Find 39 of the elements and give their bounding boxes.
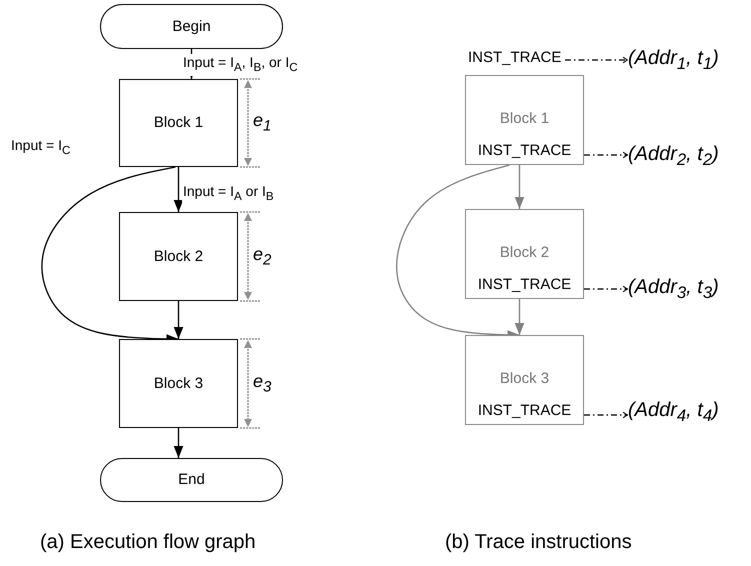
instruction-label: INST_TRACE [476, 402, 572, 420]
process-box [465, 209, 584, 299]
process-box [465, 335, 584, 425]
node-label: Block 2 [498, 244, 550, 262]
arrow [174, 428, 184, 458]
process-box [119, 79, 238, 167]
terminal-box [100, 458, 283, 502]
arrow [514, 165, 524, 209]
process-box [465, 75, 584, 165]
dimension-label: e$_{3}$ [253, 370, 272, 396]
dashed-arrow [584, 412, 628, 418]
trace-record-label: (Addr$_{1}$, t$_{1}$) [628, 46, 719, 75]
trace-record-label: (Addr$_{2}$, t$_{2}$) [628, 142, 719, 171]
caption: (b) Trace instructions [445, 531, 632, 554]
node-label: Block 2 [152, 248, 204, 266]
dashed-arrow [584, 286, 628, 292]
instruction-label: INST_TRACE [476, 142, 572, 160]
caption: (a) Execution flow graph [40, 531, 256, 554]
edge-label: Input = I$_{A}$ or I$_{B}$ [182, 183, 275, 205]
dashed-arrow [565, 56, 628, 64]
instruction-label: INST_TRACE [476, 276, 572, 294]
trace-record-label: (Addr$_{4}$, t$_{4}$) [628, 398, 719, 427]
arrow [514, 299, 524, 335]
trace-record-label: (Addr$_{3}$, t$_{3}$) [628, 275, 719, 304]
arrow [174, 301, 184, 339]
process-box [119, 212, 238, 301]
dashed-arrow [584, 152, 628, 158]
node-label: Block 3 [152, 374, 204, 392]
dimension-label: e$_{2}$ [253, 244, 272, 268]
node-label: Block 1 [498, 110, 550, 128]
node-label: Block 3 [498, 370, 550, 388]
process-box [119, 339, 238, 428]
terminal-box [100, 4, 283, 49]
node-label: Block 1 [152, 114, 204, 132]
arrow [174, 167, 184, 212]
node-label: End [177, 471, 206, 489]
dimension-label: e$_{1}$ [253, 110, 272, 135]
instruction-label: INST_TRACE [468, 48, 562, 68]
node-label: Begin [171, 18, 212, 36]
